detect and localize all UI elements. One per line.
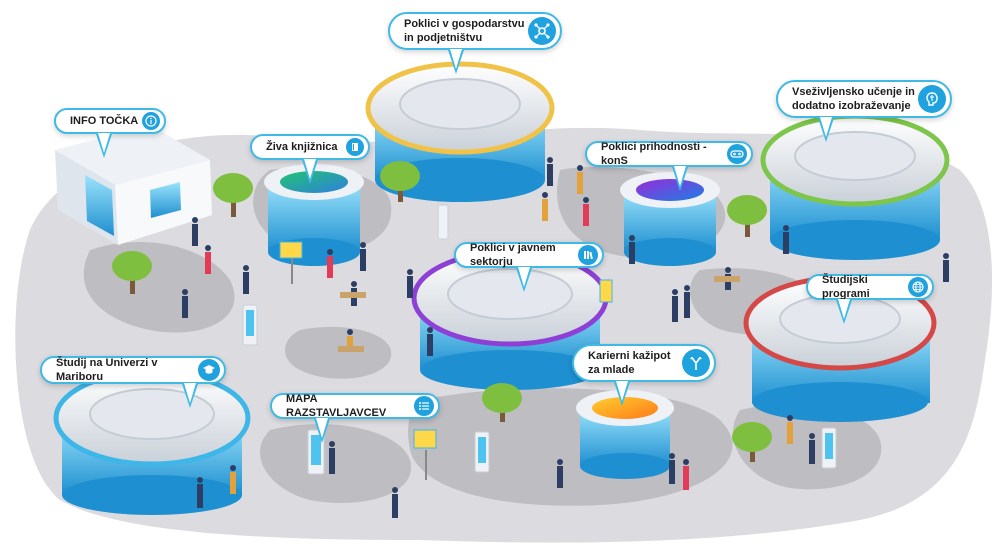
list-icon <box>414 396 434 416</box>
direction-sign <box>279 241 303 284</box>
tree <box>727 195 767 237</box>
stadium-vsezivljenjsko <box>760 113 950 260</box>
stadium-maribor <box>53 369 251 515</box>
visitor-figure <box>192 217 198 246</box>
info-screen-kiosk <box>821 427 837 469</box>
hotspot-label: Poklici v gospodarstvu in podjetništvu <box>404 18 525 44</box>
hotspot-knjiznica[interactable]: Živa knjižnica <box>250 134 370 184</box>
brain-icon <box>918 85 946 113</box>
tree <box>732 422 772 462</box>
info-screen-kiosk <box>242 304 258 346</box>
tree <box>112 251 152 294</box>
visitor-figure <box>629 235 635 264</box>
hotspot-label: Vseživljensko učenje in dodatno izobraže… <box>792 86 915 112</box>
hotspot-studijski[interactable]: Študijski programi <box>806 274 934 324</box>
tree <box>482 383 522 422</box>
visitor-figure <box>787 415 793 444</box>
graduation-cap-icon <box>198 359 220 381</box>
tree <box>213 173 253 217</box>
hotspot-label: Študijski programi <box>822 274 870 300</box>
visitor-figure <box>557 459 563 488</box>
stadium-javni <box>411 249 609 390</box>
visitor-figure <box>547 157 553 186</box>
visitor-figure <box>672 289 678 322</box>
tree <box>380 161 420 202</box>
hotspot-label: MAPA RAZSTAVLJAVCEV <box>286 393 387 419</box>
visitor-figure <box>684 285 690 318</box>
signpost-rotunda <box>576 390 674 479</box>
books-shelf-icon <box>578 245 598 265</box>
hotspot-maribor[interactable]: Študij na Univerzi v Mariboru <box>40 356 226 408</box>
globe-icon <box>908 277 928 297</box>
book-icon <box>346 138 364 156</box>
bench <box>714 276 740 282</box>
visitor-figure <box>683 459 689 490</box>
visitor-figure <box>182 289 188 318</box>
visitor-figure <box>542 192 548 221</box>
visitor-figure <box>407 269 413 298</box>
hotspot-gospodarstvo[interactable]: Poklici v gospodarstvu in podjetništvu <box>388 12 562 74</box>
hotspot-label: Študij na Univerzi v Mariboru <box>56 357 158 383</box>
bench <box>340 292 366 298</box>
visitor-figure <box>809 433 815 464</box>
hotspot-kazipot[interactable]: Karierni kažipot za mlade <box>572 344 716 406</box>
info-screen-kiosk <box>437 204 449 240</box>
hotspot-info[interactable]: INFO TOČKA <box>54 108 166 158</box>
info-icon <box>142 112 160 130</box>
visitor-figure <box>360 242 366 271</box>
hotspot-label: Živa knjižnica <box>266 141 338 153</box>
visitor-figure <box>427 327 433 356</box>
visitor-figure <box>243 265 249 294</box>
future-rotunda <box>620 172 720 266</box>
visitor-figure <box>197 477 203 508</box>
hotspot-prihodnost[interactable]: Poklici prihodnosti - konS <box>585 141 753 191</box>
network-hub-icon <box>528 17 556 45</box>
direction-sign <box>413 429 437 480</box>
walkway <box>285 326 392 379</box>
visitor-figure <box>943 253 949 282</box>
visitor-figure <box>577 165 583 194</box>
hotspot-javni[interactable]: Poklici v javnem sektorju <box>454 242 604 292</box>
hotspot-label: Poklici v javnem sektorju <box>470 242 556 268</box>
walkway <box>259 424 412 504</box>
walkway <box>733 404 882 490</box>
direction-sign <box>599 279 613 303</box>
info-screen-kiosk <box>474 431 490 473</box>
visitor-figure <box>230 465 236 494</box>
vr-goggles-icon <box>727 144 747 164</box>
visitor-figure <box>205 245 211 274</box>
visitor-figure <box>327 249 333 278</box>
visitor-figure <box>392 487 398 518</box>
visitor-figure <box>583 197 589 226</box>
visitor-figure <box>783 225 789 254</box>
hotspot-label: INFO TOČKA <box>70 115 139 127</box>
bench <box>338 346 364 352</box>
hotspot-label: Karierni kažipot za mlade <box>588 350 671 376</box>
hotspot-label: Poklici prihodnosti - konS <box>601 141 707 167</box>
hotspot-vsezivljenjsko[interactable]: Vseživljensko učenje in dodatno izobraže… <box>776 80 952 142</box>
stadium-gospodarstvo <box>365 61 555 202</box>
visitor-figure <box>329 441 335 474</box>
signpost-icon <box>682 349 710 377</box>
visitor-figure <box>669 453 675 484</box>
visitor-figure <box>347 329 353 350</box>
hotspot-mapa[interactable]: MAPA RAZSTAVLJAVCEV <box>270 393 440 443</box>
info-building <box>55 125 212 245</box>
